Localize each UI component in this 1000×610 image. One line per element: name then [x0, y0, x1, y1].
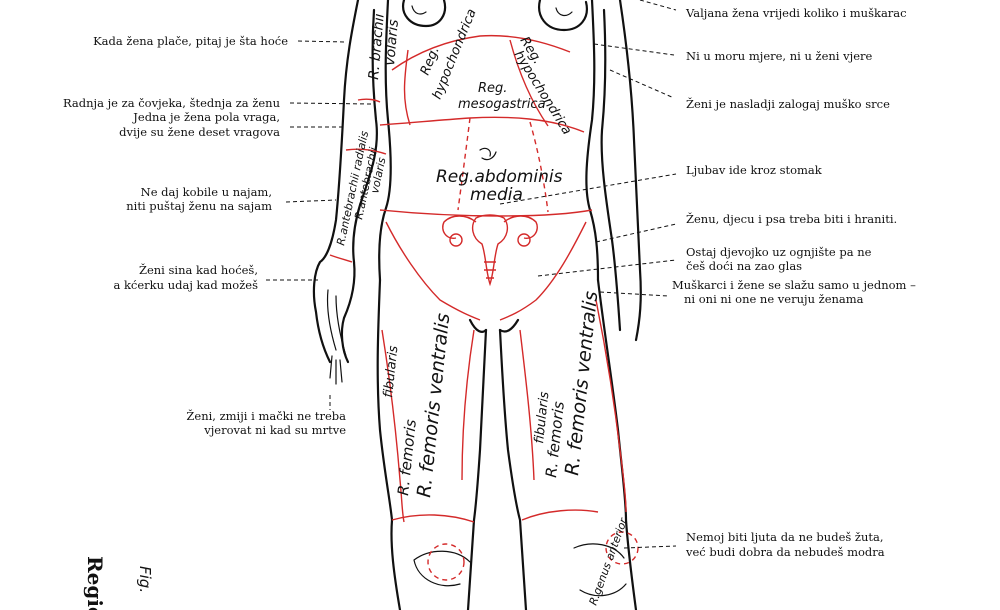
region-label-hypochondrica-right-2: hypochondrica	[511, 48, 575, 137]
quote-text: već budi dobra da nebudeš modra	[685, 545, 885, 559]
quote-text: Ženi, zmiji i mački ne treba	[186, 409, 346, 423]
region-label-femoris-ventralis-left: R. femoris ventralis	[413, 312, 454, 499]
quote-text: češ doći na zao glas	[686, 259, 802, 273]
leader-lines	[266, 0, 677, 549]
quote-text: Radnja je za čovjeka, štednja za ženu	[63, 96, 280, 110]
quote-text: a kćerku udaj kad možeš	[113, 278, 258, 292]
quote-text: niti puštaj ženu na sajam	[126, 199, 272, 213]
quote-text: Ljubav ide kroz stomak	[686, 163, 823, 177]
body-outline	[312, 0, 642, 610]
region-label-fibularis-right: fibularis	[532, 391, 552, 445]
quote-text: vjerovat ni kad su mrtve	[203, 423, 346, 437]
regio-caption: Regio	[83, 556, 107, 610]
quote-text: Ženi je nasladji zalogaj muško srce	[686, 97, 890, 111]
region-label-brachii: R. brachii	[366, 13, 388, 80]
side-caption: Regio Fig.	[83, 556, 154, 610]
region-label-genus-anterior: R.genus anterior	[587, 515, 631, 607]
quote-text: Ostaj djevojko uz ognjište pa ne	[686, 245, 872, 259]
quote-text: Ženi sina kad hoćeš,	[139, 263, 258, 277]
quote-text: Jedna je žena pola vraga,	[132, 110, 280, 124]
quote-text: ni oni ni one ne veruju ženama	[684, 292, 864, 306]
region-label-fibularis-left: fibularis	[381, 345, 401, 399]
quote-annotations: Valjana žena vrijedi koliko i muškarac K…	[63, 6, 916, 559]
fig-caption: Fig.	[136, 566, 154, 593]
region-label-mesogastrica-2: mesogastrica	[458, 97, 546, 112]
quote-text: Muškarci i žene se slažu samo u jednom –	[672, 278, 916, 292]
quote-text: Nemoj biti ljuta da ne budeš žuta,	[686, 530, 884, 544]
region-boundaries	[329, 34, 639, 581]
quote-text: Valjana žena vrijedi koliko i muškarac	[685, 6, 907, 20]
quote-text: Kada žena plače, pitaj je šta hoće	[93, 34, 288, 48]
region-label-abdominis-media: media	[470, 185, 523, 205]
region-label-brachii-volaris: volaris	[382, 19, 402, 66]
quote-text: Ženu, djecu i psa treba biti i hraniti.	[686, 212, 897, 226]
quote-text: Ni u moru mjere, ni u ženi vjere	[686, 49, 873, 63]
region-label-mesogastrica-1: Reg.	[478, 81, 507, 96]
quote-text: Ne daj kobile u najam,	[141, 185, 272, 199]
region-label-abdominis: Reg.abdominis	[436, 167, 563, 187]
region-label-femoris-ventralis-right: R. femoris ventralis	[561, 290, 602, 477]
quote-text: dvije su žene deset vragova	[119, 125, 280, 139]
